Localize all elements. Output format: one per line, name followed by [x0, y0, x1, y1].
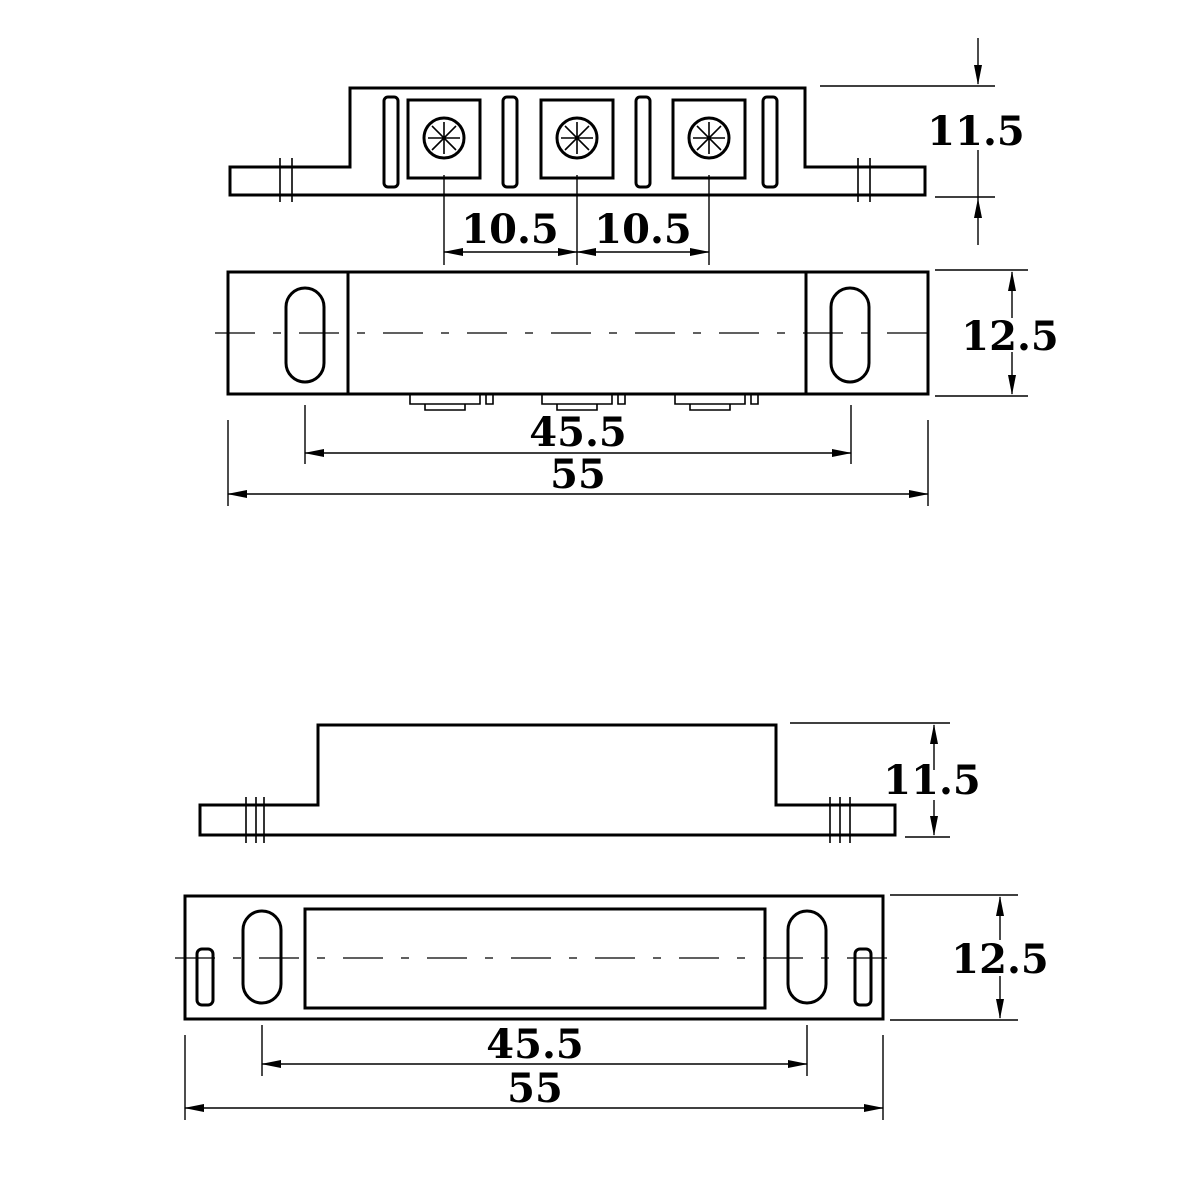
top-overall-length-label: 55 — [550, 451, 606, 498]
bottom-overall-length-label: 55 — [507, 1065, 563, 1112]
top-height-label: 11.5 — [927, 108, 1024, 155]
top-front-body-outline — [228, 86, 927, 197]
bottom-front-view: 11.5 — [198, 722, 981, 843]
bottom-front-body-outline — [198, 723, 897, 837]
screw-terminal — [671, 98, 747, 180]
screw-terminal — [406, 98, 482, 180]
top-hole-spacing-label: 45.5 — [529, 409, 626, 456]
bottom-top-view: 12.5 45.5 55 — [175, 894, 1049, 1120]
top-front-view: 10.5 10.5 11.5 — [228, 38, 1025, 265]
mounting-hole — [829, 286, 871, 384]
mounting-hole — [284, 286, 326, 384]
screw-spacing-right-label: 10.5 — [594, 206, 691, 253]
small-slot — [853, 947, 873, 1007]
screw-spacing-left-label: 10.5 — [461, 206, 558, 253]
terminal-tab — [674, 394, 759, 411]
slot — [501, 95, 519, 189]
mounting-hole — [786, 909, 828, 1005]
slot — [634, 95, 652, 189]
small-slot — [195, 947, 215, 1007]
bottom-hole-spacing-label: 45.5 — [486, 1021, 583, 1068]
top-width-label: 12.5 — [961, 313, 1058, 360]
bottom-height-label: 11.5 — [883, 757, 980, 804]
slot — [382, 95, 400, 189]
terminal-tab — [541, 394, 626, 411]
bottom-width-label: 12.5 — [951, 936, 1048, 983]
screw-terminal — [539, 98, 615, 180]
slot — [761, 95, 779, 189]
top-top-view: 12.5 45.5 55 — [215, 269, 1059, 506]
mounting-hole — [241, 909, 283, 1005]
terminal-tab — [409, 394, 494, 411]
